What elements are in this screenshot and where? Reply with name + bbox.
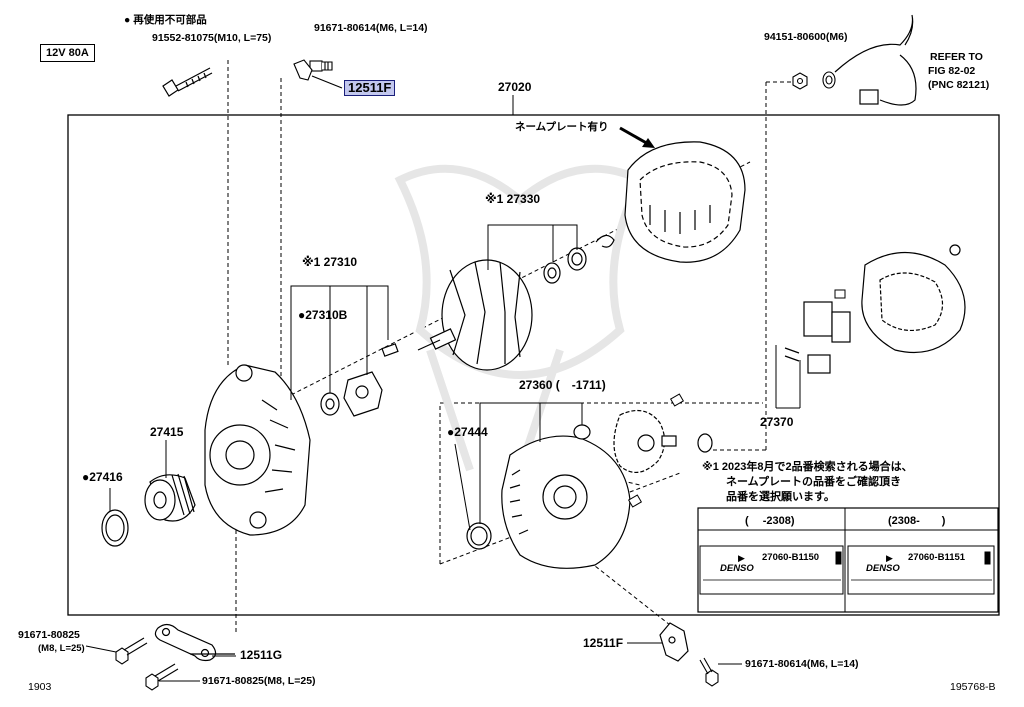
part-label-27330[interactable]: ※1 27330 <box>485 192 541 206</box>
regulator-27370 <box>784 301 851 374</box>
rectifier-27360 <box>573 409 713 473</box>
part-label-27020[interactable]: 27020 <box>498 80 532 94</box>
washer-27416 <box>101 509 129 547</box>
bearing-27310B <box>320 392 340 416</box>
refer-line-3: (PNC 82121) <box>928 79 990 91</box>
bolt-91671-80825-a <box>115 637 148 665</box>
nameplate-label: ネームプレート有り <box>515 121 609 133</box>
bolt-label-91671-top[interactable]: 91671-80614(M6, L=14) <box>314 22 428 34</box>
refer-line-2[interactable]: FIG 82-02 <box>928 65 976 77</box>
pulley-27415 <box>144 473 196 522</box>
part-label-27444[interactable]: ●27444 <box>447 425 488 439</box>
bolt-spec-91671-80825-a: (M8, L=25) <box>38 643 85 654</box>
bolt-91671-80614-bottom <box>699 657 719 687</box>
note-line-2: ネームプレートの品番をご確認頂き <box>726 476 902 488</box>
nut-94151 <box>792 71 836 90</box>
bolt-91671-80825-b <box>145 663 179 691</box>
bearings-27330 <box>543 234 615 284</box>
table-col2-part[interactable]: 27060-B1151 <box>908 552 966 563</box>
part-label-12511F-bottom[interactable]: 12511F <box>583 636 624 650</box>
nameplate-arrow <box>619 126 651 147</box>
bolt-label-91671-80614-bottom[interactable]: 91671-80614(M6, L=14) <box>745 658 859 670</box>
part-label-27370[interactable]: 27370 <box>760 415 794 429</box>
bracket-12511G <box>154 623 235 662</box>
figure-date-code: 1903 <box>28 681 52 693</box>
part-label-12511G[interactable]: 12511G <box>240 648 283 662</box>
part-label-27415[interactable]: 27415 <box>150 425 184 439</box>
bracket-12511F-bottom <box>659 622 689 662</box>
refer-line-1: REFER TO <box>930 51 983 63</box>
solid-leaders <box>85 224 801 682</box>
small-screws <box>627 289 846 508</box>
stator <box>624 141 746 263</box>
rotor <box>417 259 533 371</box>
rectifier-end-frame <box>501 435 631 569</box>
table-col2-header: (2308- ) <box>888 515 946 527</box>
denso-logo-right: DENSO <box>866 563 900 574</box>
part-label-27310[interactable]: ※1 27310 <box>302 255 358 269</box>
retainer-plate <box>343 343 399 417</box>
bolt-label-91671-80825-a[interactable]: 91671-80825 <box>18 629 80 641</box>
bracket-12511F-top <box>293 59 343 89</box>
rear-cover <box>861 244 966 354</box>
figure-number: 195768-B <box>950 681 996 693</box>
bolt-91552 <box>162 67 213 97</box>
part-label-12511F-highlighted[interactable]: 12511F <box>344 80 396 96</box>
bolt-label-91552[interactable]: 91552-81075(M10, L=75) <box>152 32 272 44</box>
part-label-27360[interactable]: 27360 ( -1711) <box>519 378 606 392</box>
note-line-1: ※1 2023年8月で2品番検索される場合は、 <box>702 461 913 473</box>
part-number-table <box>697 507 999 613</box>
table-col1-part[interactable]: 27060-B1150 <box>762 552 820 563</box>
part-label-27416[interactable]: ●27416 <box>82 470 123 484</box>
part-label-27310B[interactable]: ●27310B <box>298 308 348 322</box>
wire-harness <box>834 14 917 106</box>
non-reusable-note: ● 再使用不可部品 <box>124 14 207 26</box>
note-line-3: 品番を選択願います。 <box>726 491 835 503</box>
drive-end-frame <box>204 364 311 536</box>
denso-logo-left: DENSO <box>720 563 754 574</box>
nut-label-94151[interactable]: 94151-80600(M6) <box>764 31 848 43</box>
rating-box: 12V 80A <box>40 44 95 62</box>
arrow-icon-right: ▶ <box>886 553 893 563</box>
assembly-frame <box>67 114 1000 616</box>
seal-27444 <box>466 522 492 550</box>
bolt-91671-top <box>309 60 333 72</box>
table-col1-header: ( -2308) <box>745 515 795 527</box>
bolt-label-91671-80825-b[interactable]: 91671-80825(M8, L=25) <box>202 675 316 687</box>
arrow-icon-left: ▶ <box>738 553 745 563</box>
